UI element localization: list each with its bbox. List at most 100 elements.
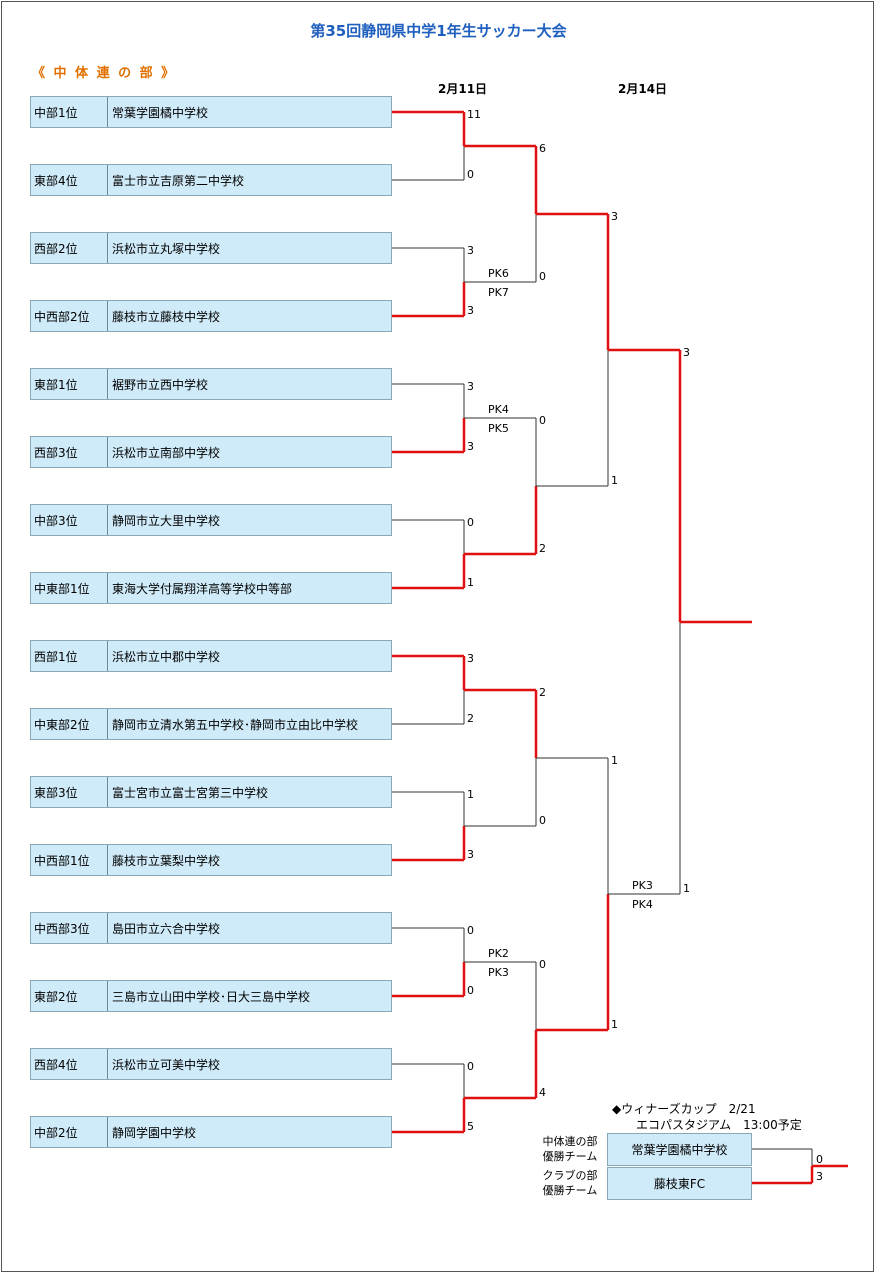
score-label: 3 xyxy=(611,210,618,223)
date-round1: 2月11日 xyxy=(438,82,488,96)
score-label: 1 xyxy=(611,754,618,767)
score-label: 0 xyxy=(467,924,474,937)
pk-label: PK7 xyxy=(488,286,509,299)
wc-team-club: 藤枝東FC xyxy=(607,1167,752,1200)
team-row: 東部2位三島市立山田中学校･日大三島中学校 xyxy=(30,980,392,1012)
team-seed: 中東部2位 xyxy=(31,709,108,739)
score-label: 3 xyxy=(467,848,474,861)
score-label: 1 xyxy=(683,882,690,895)
pk-label: PK6 xyxy=(488,267,509,280)
score-label: 6 xyxy=(539,142,546,155)
team-row: 東部1位裾野市立西中学校 xyxy=(30,368,392,400)
team-seed: 中部3位 xyxy=(31,505,108,535)
team-seed: 中西部1位 xyxy=(31,845,108,875)
pk-label: PK3 xyxy=(632,879,653,892)
score-label: 0 xyxy=(467,516,474,529)
team-row: 西部4位浜松市立可美中学校 xyxy=(30,1048,392,1080)
winners-cup-title: ◆ウィナーズカップ 2/21 xyxy=(612,1102,756,1116)
team-name: 常葉学園橘中学校 xyxy=(112,105,209,120)
score-label: 3 xyxy=(467,440,474,453)
score-label: 2 xyxy=(539,542,546,555)
team-row: 中東部2位静岡市立清水第五中学校･静岡市立由比中学校 xyxy=(30,708,392,740)
division-label: 《 中 体 連 の 部 》 xyxy=(32,66,177,81)
pk-label: PK5 xyxy=(488,422,509,435)
score-label: 5 xyxy=(467,1120,474,1133)
team-name: 三島市立山田中学校･日大三島中学校 xyxy=(112,989,311,1004)
team-seed: 西部1位 xyxy=(31,641,108,671)
score-label: 2 xyxy=(467,712,474,725)
winners-cup-venue: エコパスタジアム 13:00予定 xyxy=(636,1118,802,1132)
team-name: 浜松市立南部中学校 xyxy=(112,445,221,460)
team-seed: 西部4位 xyxy=(31,1049,108,1079)
team-seed: 東部3位 xyxy=(31,777,108,807)
score-label: 1 xyxy=(611,1018,618,1031)
date-round3: 2月14日 xyxy=(618,82,668,96)
wc-label-line2: 優勝チーム xyxy=(542,1184,598,1197)
team-name: 静岡市立大里中学校 xyxy=(112,513,221,528)
score-label: 3 xyxy=(467,244,474,257)
pk-label: PK4 xyxy=(488,403,509,416)
wc-label-club: クラブの部 優勝チーム xyxy=(536,1168,604,1198)
team-name: 富士宮市立富士宮第三中学校 xyxy=(112,785,269,800)
team-seed: 中東部1位 xyxy=(31,573,108,603)
team-seed: 中西部2位 xyxy=(31,301,108,331)
team-name: 藤枝市立葉梨中学校 xyxy=(112,853,221,868)
team-name: 富士市立吉原第二中学校 xyxy=(112,173,245,188)
team-row: 東部4位富士市立吉原第二中学校 xyxy=(30,164,392,196)
pk-label: PK3 xyxy=(488,966,509,979)
team-seed: 東部1位 xyxy=(31,369,108,399)
score-label: 3 xyxy=(683,346,690,359)
team-row: 東部3位富士宮市立富士宮第三中学校 xyxy=(30,776,392,808)
wc-score-club: 3 xyxy=(816,1170,823,1183)
team-row: 中西部2位藤枝市立藤枝中学校 xyxy=(30,300,392,332)
team-seed: 中部2位 xyxy=(31,1117,108,1147)
team-row: 西部2位浜松市立丸塚中学校 xyxy=(30,232,392,264)
team-name: 浜松市立中郡中学校 xyxy=(112,649,221,664)
wc-label-line2: 優勝チーム xyxy=(542,1150,598,1163)
score-label: 1 xyxy=(467,788,474,801)
score-label: 0 xyxy=(467,168,474,181)
team-name: 藤枝市立藤枝中学校 xyxy=(112,309,221,324)
team-name: 浜松市立丸塚中学校 xyxy=(112,241,221,256)
wc-team-chutairen: 常葉学園橘中学校 xyxy=(607,1133,752,1166)
score-label: 0 xyxy=(539,958,546,971)
score-label: 2 xyxy=(539,686,546,699)
score-label: 0 xyxy=(539,414,546,427)
wc-score-chutairen: 0 xyxy=(816,1153,823,1166)
score-label: 11 xyxy=(467,108,481,121)
page-title: 第35回静岡県中学1年生サッカー大会 xyxy=(310,22,567,40)
wc-label-chutairen: 中体連の部 優勝チーム xyxy=(536,1134,604,1164)
score-label: 3 xyxy=(467,304,474,317)
team-name: 裾野市立西中学校 xyxy=(112,377,209,392)
score-label: 3 xyxy=(467,652,474,665)
team-name: 東海大学付属翔洋高等学校中等部 xyxy=(112,581,293,596)
score-label: 0 xyxy=(539,814,546,827)
team-row: 中部3位静岡市立大里中学校 xyxy=(30,504,392,536)
score-label: 0 xyxy=(467,1060,474,1073)
team-seed: 東部2位 xyxy=(31,981,108,1011)
score-label: 1 xyxy=(611,474,618,487)
team-row: 西部3位浜松市立南部中学校 xyxy=(30,436,392,468)
team-row: 中西部1位藤枝市立葉梨中学校 xyxy=(30,844,392,876)
team-row: 中部1位常葉学園橘中学校 xyxy=(30,96,392,128)
team-name: 浜松市立可美中学校 xyxy=(112,1057,221,1072)
wc-label-line1: 中体連の部 xyxy=(542,1135,598,1148)
team-seed: 西部2位 xyxy=(31,233,108,263)
score-label: 3 xyxy=(467,380,474,393)
team-row: 西部1位浜松市立中郡中学校 xyxy=(30,640,392,672)
team-name: 静岡市立清水第五中学校･静岡市立由比中学校 xyxy=(112,717,359,732)
team-seed: 中西部3位 xyxy=(31,913,108,943)
score-label: 0 xyxy=(467,984,474,997)
team-row: 中西部3位島田市立六合中学校 xyxy=(30,912,392,944)
team-name: 島田市立六合中学校 xyxy=(112,921,221,936)
score-label: 0 xyxy=(539,270,546,283)
team-seed: 西部3位 xyxy=(31,437,108,467)
score-label: 1 xyxy=(467,576,474,589)
team-name: 静岡学園中学校 xyxy=(112,1125,197,1140)
pk-label: PK2 xyxy=(488,947,509,960)
team-seed: 中部1位 xyxy=(31,97,108,127)
wc-label-line1: クラブの部 xyxy=(542,1169,598,1182)
team-row: 中東部1位東海大学付属翔洋高等学校中等部 xyxy=(30,572,392,604)
